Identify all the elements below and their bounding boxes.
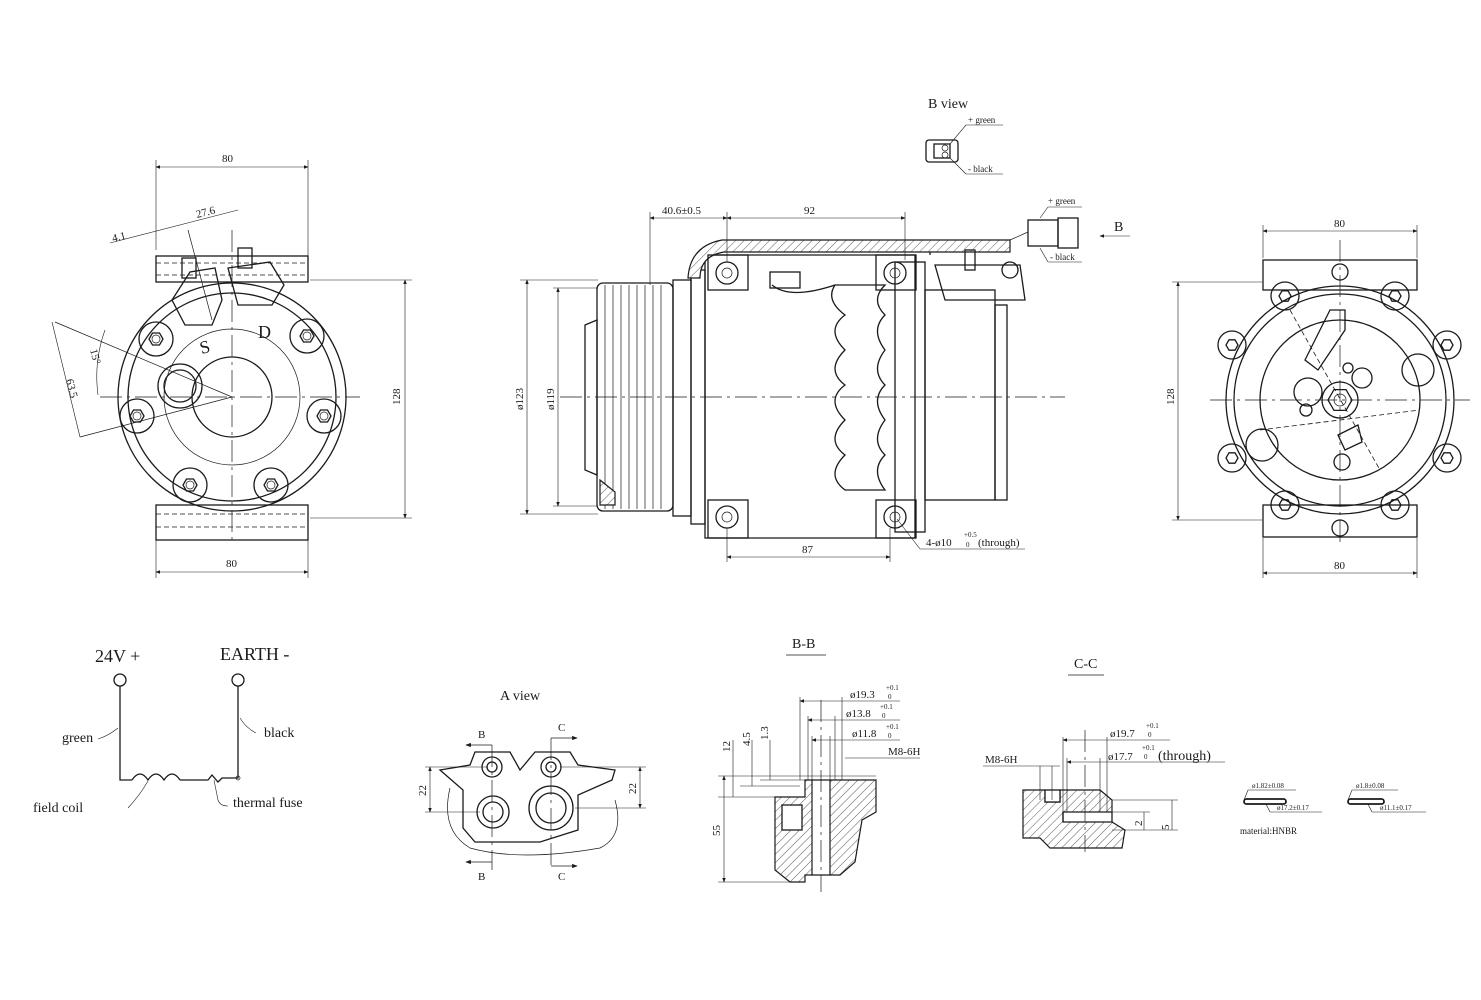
front-dim-top-width: 80 <box>222 153 234 165</box>
side-dim-d119: ø119 <box>545 388 557 410</box>
section-cc: C-C ø19.7 +0.1 0 ø17.7 +0.1 0 (through) … <box>983 657 1225 852</box>
cc-d1-tol-upper: +0.1 <box>1146 722 1159 730</box>
side-dim-40-6: 40.6±0.5 <box>662 205 702 217</box>
cc-thread: M8-6H <box>985 754 1017 766</box>
rear-dim-top: 80 <box>1334 218 1346 230</box>
wiring-diagram: 24V + EARTH - green black field coil the… <box>33 644 303 816</box>
a-view-mark-b-bottom: B <box>478 871 485 883</box>
bb-d2: ø13.8 <box>846 708 871 720</box>
front-dim-63-5: 63.5 <box>63 378 80 400</box>
wiring-field-coil: field coil <box>33 801 83 816</box>
bb-d3-tol-lower: 0 <box>888 732 892 740</box>
bb-h12: 12 <box>721 741 733 752</box>
bb-d2-tol-lower: 0 <box>882 712 886 720</box>
side-connector-black: - black <box>1050 252 1075 262</box>
front-dim-27-6: 27.6 <box>195 204 217 220</box>
a-view: A view B B C C 22 22 <box>417 689 646 883</box>
b-view-title: B view <box>928 97 969 112</box>
bb-d2-tol-upper: +0.1 <box>880 703 893 711</box>
cc-d1: ø19.7 <box>1110 728 1135 740</box>
bb-h4-5: 4.5 <box>741 732 753 746</box>
bb-d1-tol-upper: +0.1 <box>886 684 899 692</box>
front-dim-height: 128 <box>391 388 403 405</box>
oring1-inner: ø17.2±0.17 <box>1277 804 1309 812</box>
a-view-mark-c-bottom: C <box>558 871 565 883</box>
wiring-earth-label: EARTH - <box>220 644 289 664</box>
bb-d1-tol-lower: 0 <box>888 693 892 701</box>
a-view-mark-c-top: C <box>558 722 565 734</box>
bb-h55: 55 <box>711 825 723 837</box>
bb-d3: ø11.8 <box>852 728 877 740</box>
cc-d2-tol-lower: 0 <box>1144 753 1148 761</box>
cc-d2-tol-upper: +0.1 <box>1142 744 1155 752</box>
oring1-section: ø1.82±0.08 <box>1252 782 1284 790</box>
cc-d1-tol-lower: 0 <box>1148 731 1152 739</box>
a-view-title: A view <box>500 689 541 704</box>
holes-tol-lower: 0 <box>966 541 970 549</box>
side-dim-d123: ø123 <box>514 388 526 411</box>
o-rings: ø1.82±0.08 ø17.2±0.17 ø1.8±0.08 ø11.1±0.… <box>1240 782 1426 836</box>
bb-d1: ø19.3 <box>850 689 875 701</box>
side-connector-green: + green <box>1048 196 1076 206</box>
cc-d2: ø17.7 <box>1108 751 1133 763</box>
oring2-inner: ø11.1±0.17 <box>1380 804 1412 812</box>
wiring-green: green <box>62 731 93 746</box>
a-view-dim-left: 22 <box>417 785 429 796</box>
section-cc-title: C-C <box>1074 657 1097 672</box>
wiring-thermal-fuse: thermal fuse <box>233 796 303 811</box>
rear-dim-bottom: 80 <box>1334 560 1346 572</box>
oring2-section: ø1.8±0.08 <box>1356 782 1385 790</box>
port-s-label: S <box>197 336 212 358</box>
a-view-mark-b-top: B <box>478 729 485 741</box>
b-view-green: + green <box>968 115 996 125</box>
b-view-black: - black <box>968 164 993 174</box>
rear-view: 80 80 128 <box>1165 218 1470 578</box>
bb-d3-tol-upper: +0.1 <box>886 723 899 731</box>
front-view: S D 80 80 128 27.6 4.1 63.5 15° <box>51 153 412 578</box>
holes-label: 4-ø10 <box>926 537 952 549</box>
side-view: 40.6±0.5 92 87 ø123 ø119 4-ø10 +0.5 0 (t… <box>514 196 1130 562</box>
front-dim-bottom-width: 80 <box>226 558 238 570</box>
holes-tol-upper: +0.5 <box>964 531 977 539</box>
b-view-arrow-label: B <box>1114 220 1123 235</box>
section-bb: B-B ø19.3 +0.1 0 ø13.8 +0.1 0 ø11.8 +0.1… <box>711 637 920 892</box>
wiring-positive-label: 24V + <box>95 646 140 666</box>
oring-material: material:HNBR <box>1240 826 1297 836</box>
b-view: B view + green - black <box>925 97 1003 175</box>
a-view-dim-right: 22 <box>627 783 639 794</box>
front-dim-angle: 15° <box>87 348 103 366</box>
wiring-black: black <box>264 726 294 741</box>
front-bolt-lugs <box>119 318 342 503</box>
bb-h1-3: 1.3 <box>759 726 771 740</box>
rear-bolt-lugs <box>1217 263 1462 537</box>
side-dim-87: 87 <box>802 544 814 556</box>
rear-dim-height: 128 <box>1165 388 1177 405</box>
cc-h5: 5 <box>1160 824 1172 830</box>
holes-suffix: (through) <box>978 537 1020 549</box>
bb-thread: M8-6H <box>888 746 920 758</box>
cc-d2-suffix: (through) <box>1158 749 1211 764</box>
side-dim-92: 92 <box>804 205 815 217</box>
port-d-label: D <box>258 322 271 342</box>
front-dim-4-1: 4.1 <box>111 230 127 245</box>
cc-h2: 2 <box>1133 821 1145 827</box>
section-bb-title: B-B <box>792 637 815 652</box>
